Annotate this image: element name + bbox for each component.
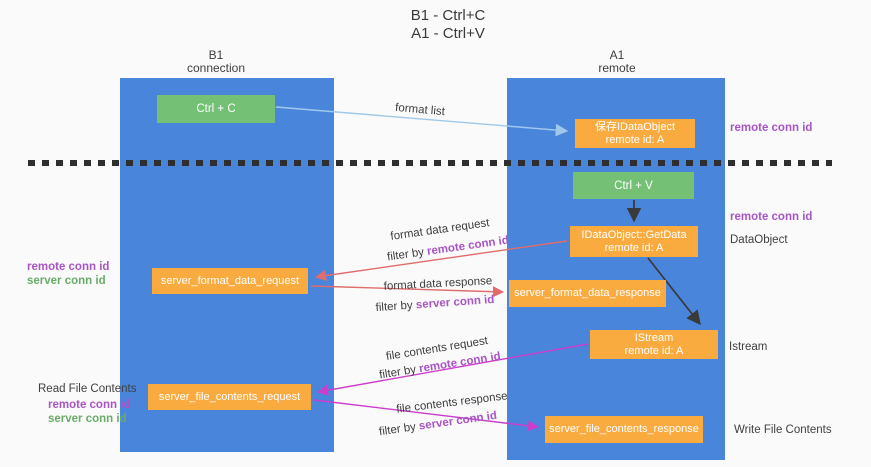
node-save-idataobject: 保存IDataObject remote id: A — [575, 119, 695, 148]
label-format-data-response: format data response — [383, 275, 493, 293]
ctrl-c-label: Ctrl + C — [196, 103, 236, 115]
left-server-conn-id-1: server conn id — [27, 275, 106, 287]
label-filter-by-server-1: filter by server conn id — [375, 294, 494, 314]
istream-line1: IStream — [634, 331, 674, 344]
node-server-file-contents-response: server_file_contents_response — [545, 416, 703, 443]
right-istream-label: Istream — [729, 341, 768, 353]
lifeline-a1-subtitle: remote — [598, 61, 636, 75]
node-server-file-contents-request: server_file_contents_request — [148, 384, 311, 410]
node-ctrl-c: Ctrl + C — [157, 95, 275, 123]
node-istream: IStream remote id: A — [590, 330, 718, 359]
filter-by-text: filter by — [378, 420, 420, 439]
save-idataobject-line2: remote id: A — [605, 133, 665, 146]
getdata-line1: IDataObject::GetData — [581, 228, 687, 241]
right-remote-conn-id-1: remote conn id — [730, 122, 813, 134]
right-dataobject-label: DataObject — [730, 234, 788, 246]
server-format-data-request-label: server_format_data_request — [160, 274, 300, 287]
title-line-2: A1 - Ctrl+V — [411, 25, 485, 42]
save-idataobject-line1: 保存IDataObject — [594, 120, 676, 133]
server-file-contents-request-label: server_file_contents_request — [158, 390, 301, 403]
phase-divider-dashed-line — [28, 160, 832, 166]
lifeline-a1-name: A1 — [609, 48, 625, 62]
left-server-conn-id-2: server conn id — [48, 413, 127, 425]
title-line-1: B1 - Ctrl+C — [410, 7, 486, 24]
label-format-list: format list — [394, 101, 446, 119]
remote-conn-id-text: remote conn id — [426, 234, 510, 258]
lifeline-header-a1: A1 remote — [598, 49, 635, 75]
lifeline-header-b1: B1 connection — [187, 49, 245, 75]
ctrl-v-label: Ctrl + V — [614, 179, 653, 192]
node-idataobject-getdata: IDataObject::GetData remote id: A — [570, 226, 698, 257]
filter-by-text: filter by — [375, 299, 417, 315]
getdata-line2: remote id: A — [604, 241, 664, 254]
server-conn-id-text: server conn id — [415, 293, 495, 312]
node-server-format-data-response: server_format_data_response — [509, 280, 666, 307]
right-write-file-contents-label: Write File Contents — [734, 424, 832, 436]
filter-by-text: filter by — [386, 245, 428, 264]
lifeline-b1-subtitle: connection — [186, 61, 246, 75]
left-remote-conn-id-2: remote conn id — [48, 399, 131, 411]
diagram-title: B1 - Ctrl+C A1 - Ctrl+V — [411, 7, 486, 43]
istream-line2: remote id: A — [624, 344, 684, 357]
node-server-format-data-request: server_format_data_request — [152, 268, 308, 294]
left-read-file-contents-label: Read File Contents — [38, 383, 137, 395]
lifeline-b1-name: B1 — [208, 48, 224, 62]
left-remote-conn-id-1: remote conn id — [27, 261, 110, 273]
filter-by-text: filter by — [378, 363, 421, 382]
server-file-contents-response-label: server_file_contents_response — [549, 423, 699, 435]
right-remote-conn-id-2: remote conn id — [730, 211, 813, 223]
server-conn-id-text: server conn id — [418, 409, 498, 433]
node-ctrl-v: Ctrl + V — [573, 172, 694, 199]
server-format-data-response-label: server_format_data_response — [514, 287, 661, 299]
